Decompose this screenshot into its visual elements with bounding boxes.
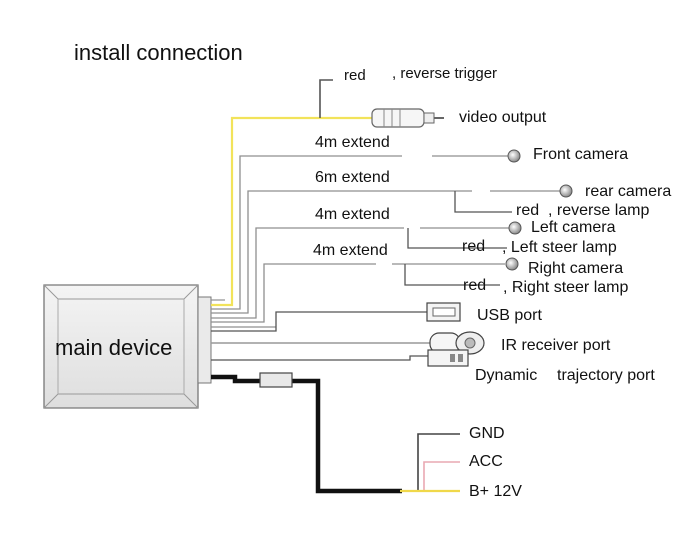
extend-label-front: 4m extend [315,134,390,151]
power-cable [211,372,460,494]
ir-receiver-port-label: IR receiver port [501,337,611,354]
extend-label-right: 4m extend [313,242,388,259]
right-steer-lamp-label: , Right steer lamp [503,279,629,296]
trajectory-port-label: trajectory port [557,367,655,384]
usb-port-label: USB port [477,307,542,324]
left-camera-label: Left camera [531,219,616,236]
bplus-12v-label: B+ 12V [469,483,522,500]
ir-receiver-connector [211,331,485,355]
page-title: install connection [74,40,243,65]
left-steer-lamp-label: , Left steer lamp [502,239,617,256]
rca-plug [371,108,444,128]
front-camera-label: Front camera [533,146,629,163]
acc-label: ACC [469,453,503,470]
gnd-label: GND [469,425,505,442]
left-steer-lamp-color: red [462,238,486,255]
right-camera-head [505,257,519,271]
right-camera-wire [211,263,505,323]
left-camera-wire [211,227,510,319]
reverse-trigger-label: , reverse trigger [392,65,498,82]
dynamic-trajectory-connector [211,349,469,367]
extend-label-left: 4m extend [315,206,390,223]
video-output-label: video output [459,109,547,126]
reverse-lamp-label: , reverse lamp [548,202,650,219]
video-output-wires [211,79,372,307]
front-camera-head [507,149,521,163]
usb-connector [211,302,461,332]
reverse-trigger-color: red [344,67,366,84]
main-device-label: main device [55,335,173,360]
rear-camera-head [559,184,573,198]
rear-camera-wire [211,190,560,314]
right-camera-label: Right camera [528,260,624,277]
dynamic-label: Dynamic [475,367,538,384]
front-camera-wire [211,155,508,310]
left-camera-head [508,221,522,235]
reverse-lamp-color: red [516,202,540,219]
main-device-box [43,284,212,409]
extend-label-rear: 6m extend [315,169,390,186]
right-steer-lamp-color: red [463,277,487,294]
rear-camera-label: rear camera [585,183,672,200]
